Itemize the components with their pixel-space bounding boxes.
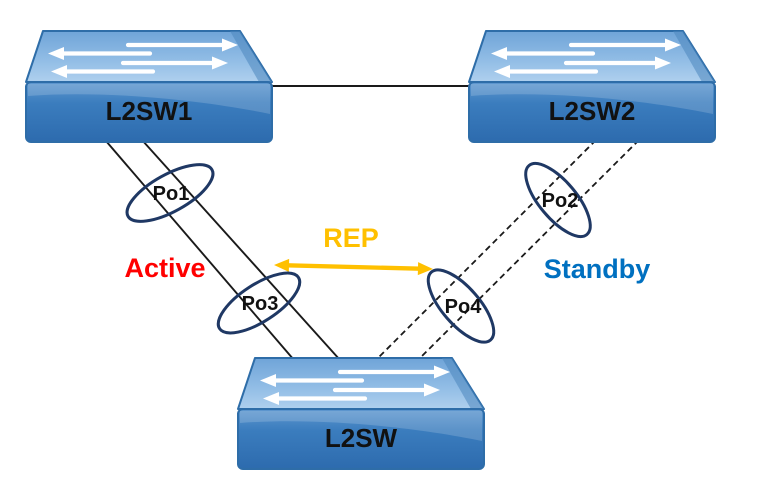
portchannel-po2-label: Po2: [542, 190, 579, 212]
portchannel-layer: [125, 162, 592, 344]
node-l2sw-label: L2SW: [325, 423, 398, 453]
portchannel-labels: Po1 Po2 Po3 Po4: [153, 183, 579, 318]
link-l2sw2-l2sw-line2: [417, 139, 640, 361]
rep-arrow-shaft: [286, 263, 421, 271]
node-l2sw2-label: L2SW2: [549, 96, 636, 126]
rep-arrowhead-left: [274, 258, 290, 272]
link-l2sw2-l2sw-line1: [375, 139, 597, 361]
node-l2sw2: L2SW2: [469, 31, 715, 142]
rep-label: REP: [323, 223, 379, 253]
node-l2sw: L2SW: [238, 358, 484, 469]
portchannel-po4-label: Po4: [445, 296, 483, 318]
node-l2sw1: L2SW1: [26, 31, 272, 142]
portchannel-po2-ellipse: [524, 162, 592, 238]
node-l2sw1-label: L2SW1: [106, 96, 193, 126]
link-l2sw1-l2sw-line2: [141, 139, 341, 361]
standby-label: Standby: [544, 254, 651, 284]
link-l2sw1-l2sw-line1: [105, 140, 295, 361]
portchannel-po1-label: Po1: [153, 183, 190, 205]
rep-arrowhead-right: [417, 262, 433, 276]
active-label: Active: [124, 253, 205, 283]
portchannel-po3-label: Po3: [242, 293, 279, 315]
rep-arrow: [274, 258, 433, 276]
portchannel-po3-ellipse: [216, 271, 302, 335]
portchannel-po1-ellipse: [125, 163, 215, 223]
portchannel-po4-ellipse: [426, 268, 496, 344]
